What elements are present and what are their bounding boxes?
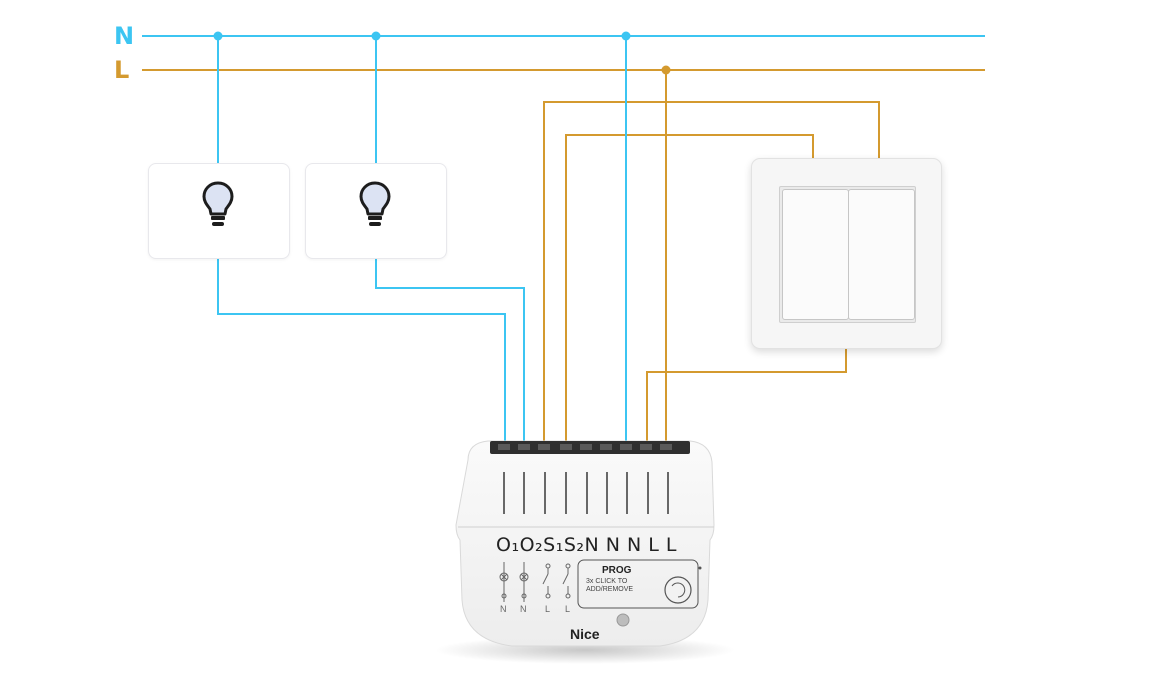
terminal-screw-holes: [498, 444, 672, 450]
lightbulb-icon: [359, 181, 391, 226]
terminal-symbol-letters: N N L L: [500, 604, 570, 614]
prog-dial[interactable]: [664, 576, 692, 604]
terminal-symbols: [499, 562, 571, 602]
svg-text:N: N: [500, 604, 507, 614]
status-led: [698, 566, 702, 570]
switch-rocker-right[interactable]: [848, 189, 915, 320]
neutral-bus-label: N: [114, 22, 135, 50]
lightbulb-icon: [202, 181, 234, 226]
lamp2-output-wire: [375, 258, 525, 443]
module-terminal-labels: O₁O₂S₁S₂N N N L L: [496, 534, 677, 556]
lamp-card-1: [148, 163, 290, 259]
switch-common-wire: [646, 347, 847, 443]
prog-button[interactable]: [616, 613, 630, 627]
module-ribs: [503, 472, 669, 514]
brand-logo: Nice: [570, 626, 600, 642]
prog-instructions: 3x CLICK TO ADD/REMOVE: [586, 578, 634, 593]
live-bus-label: L: [114, 56, 130, 84]
prog-dial-arrow: [671, 582, 686, 598]
svg-text:L: L: [545, 604, 550, 614]
module-body: [455, 440, 715, 647]
lamp1-output-wire: [217, 258, 506, 443]
prog-label: PROG: [602, 565, 632, 576]
switch-rocker-left[interactable]: [782, 189, 849, 320]
svg-text:L: L: [565, 604, 570, 614]
svg-text:N: N: [520, 604, 527, 614]
switch-s2-wire: [565, 134, 814, 443]
double-wall-switch: [751, 158, 942, 349]
lamp-card-2: [305, 163, 447, 259]
switch-s1-wire: [543, 101, 880, 443]
prog-panel: [577, 559, 699, 609]
switch-frame: [779, 186, 916, 323]
